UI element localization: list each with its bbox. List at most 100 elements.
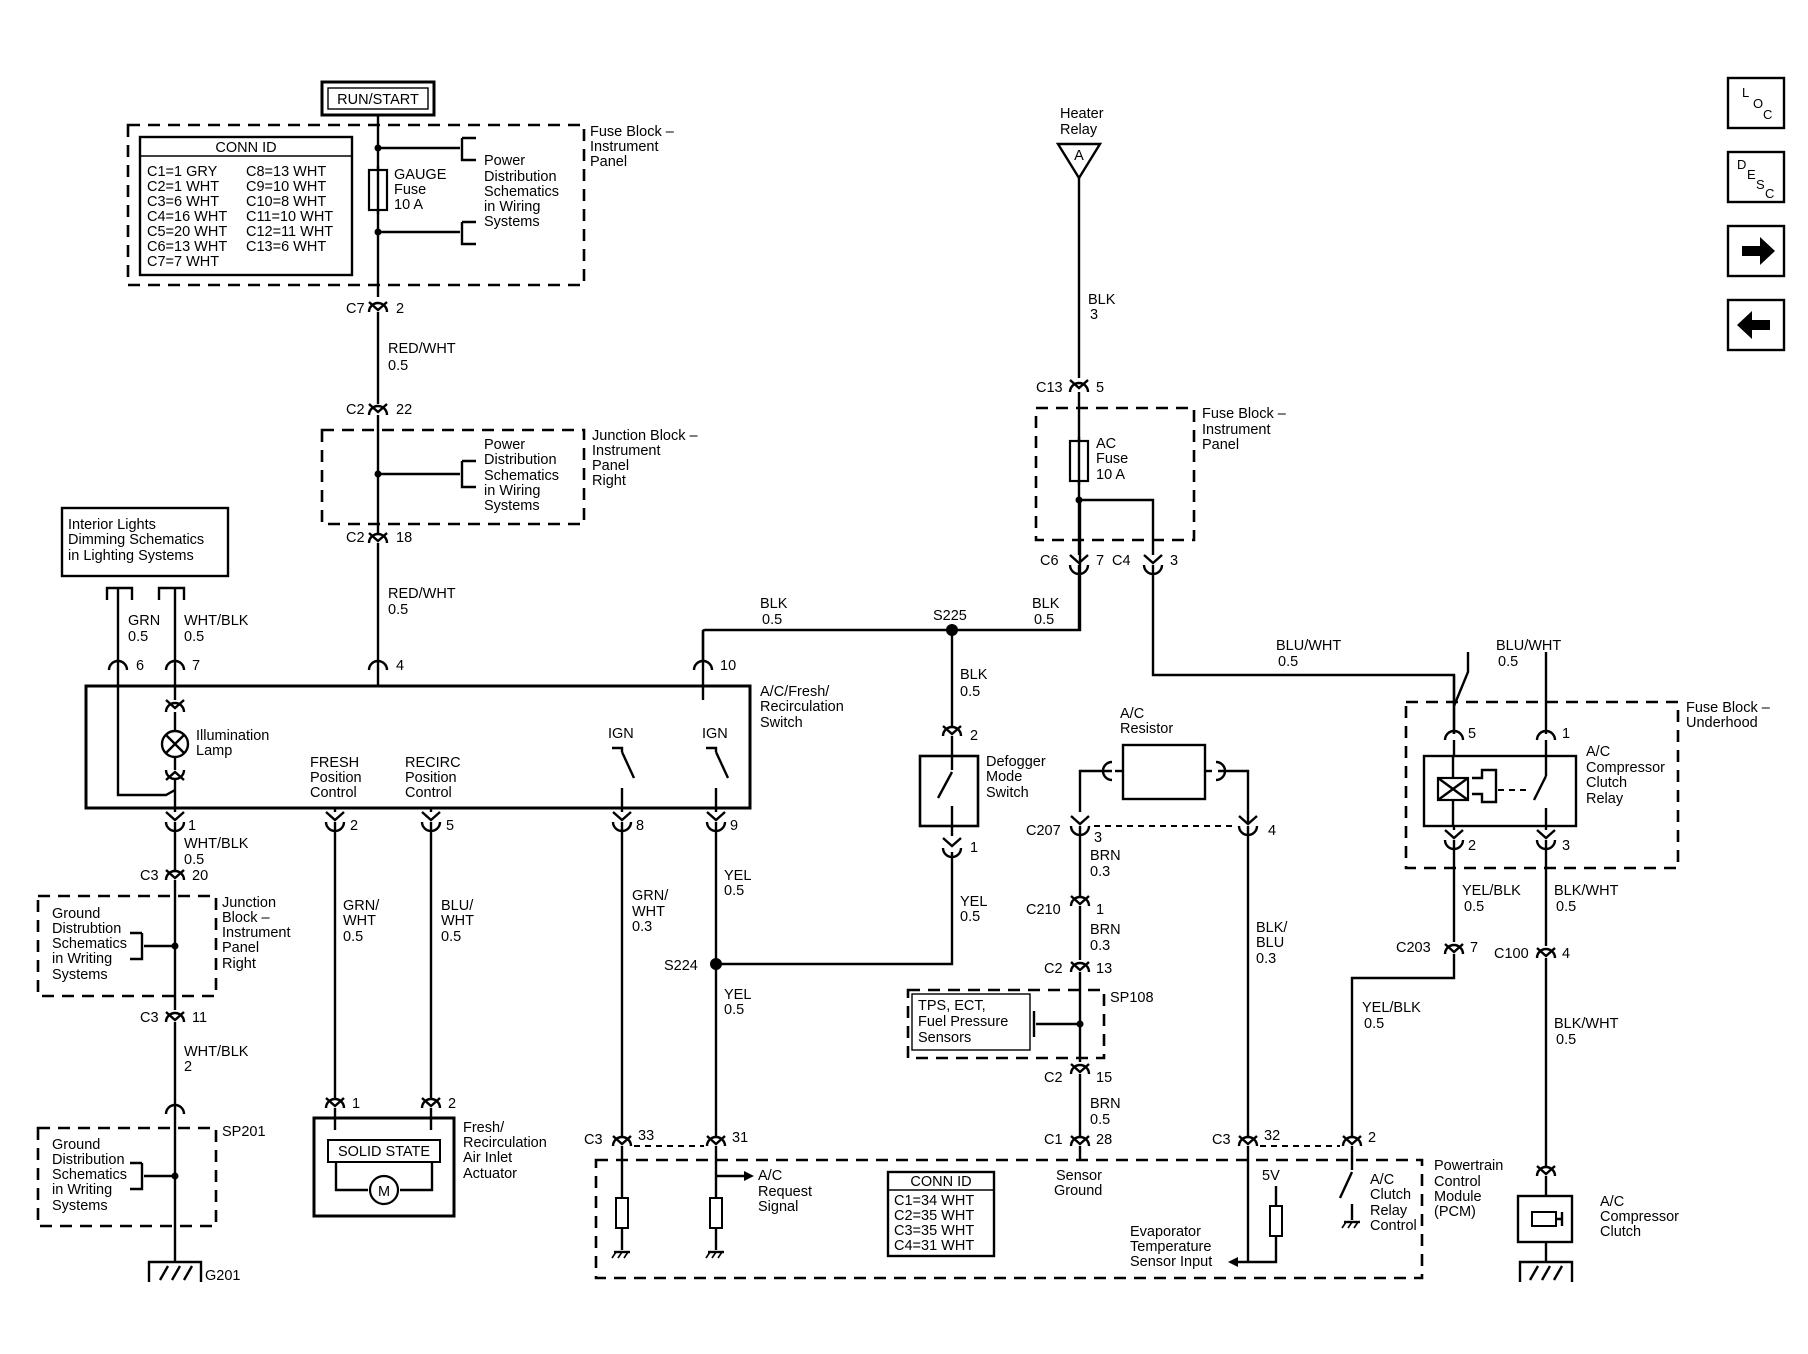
svg-text:YEL: YEL — [960, 894, 987, 910]
wire-blk-right: BLK 0.5 — [1032, 596, 1060, 628]
relay-pin-5: 5 — [1468, 726, 1476, 742]
ac-fuse-label: AC Fuse 10 A — [1096, 436, 1128, 483]
wire-red-wht-1: RED/WHT 0.5 — [388, 341, 456, 374]
junction-block-ip-right-outline — [320, 428, 586, 526]
c3d-label: C3 — [1212, 1132, 1231, 1148]
wire-brn-1: BRN 0.3 — [1090, 848, 1121, 880]
svg-text:C1=34 WHT: C1=34 WHT — [894, 1193, 974, 1209]
wire-blk-left: BLK 0.5 — [760, 596, 788, 628]
fuse-block-ip-2-outline — [1034, 406, 1196, 542]
junction-block-ip-right-2-outline — [36, 894, 218, 998]
ign-label-2: IGN — [702, 726, 728, 742]
svg-text:Clutch: Clutch — [1600, 1224, 1641, 1240]
clutch-coil-icon — [1531, 1211, 1564, 1227]
interior-lights-box: Interior Lights Dimming Schematics in Li… — [60, 506, 230, 578]
svg-text:M: M — [378, 1184, 390, 1200]
desc-button[interactable]: D E S C — [1726, 150, 1786, 204]
right-arrow-icon — [1742, 237, 1775, 265]
wire-brn-3: BRN 0.5 — [1090, 1096, 1121, 1128]
sp201-outline — [36, 1126, 218, 1228]
svg-text:C3=35 WHT: C3=35 WHT — [894, 1223, 974, 1239]
wire-wht-blk-2: WHT/BLK 0.5 — [184, 836, 249, 868]
svg-text:Recirculation: Recirculation — [760, 699, 844, 715]
svg-text:Control: Control — [405, 785, 452, 801]
ac-resistor-label: A/C Resistor — [1120, 706, 1173, 737]
svg-text:C9=10 WHT: C9=10 WHT — [246, 179, 326, 195]
arrow-left-icon — [1228, 1257, 1238, 1267]
svg-text:0.5: 0.5 — [388, 358, 408, 374]
svg-text:BLU/WHT: BLU/WHT — [1276, 638, 1341, 654]
actuator-pin-2: 2 — [448, 1096, 456, 1112]
defogger-label: Defogger Mode Switch — [986, 754, 1046, 801]
svg-text:BRN: BRN — [1090, 1096, 1121, 1112]
wire-red-wht-2: RED/WHT 0.5 — [388, 586, 456, 618]
svg-text:Panel: Panel — [1202, 437, 1239, 453]
evap-sensor-label: Evaporator Temperature Sensor Input — [1130, 1224, 1212, 1270]
svg-text:GRN/: GRN/ — [343, 898, 380, 914]
svg-text:Instrument: Instrument — [590, 139, 659, 155]
c13-label: C13 — [1036, 380, 1063, 396]
svg-text:RED/WHT: RED/WHT — [388, 341, 456, 357]
c6-pin: 7 — [1096, 553, 1104, 569]
c2d-label: C2 — [1044, 1070, 1063, 1086]
svg-text:GAUGE: GAUGE — [394, 167, 447, 183]
svg-text:in Writing: in Writing — [52, 951, 112, 967]
loc-button[interactable]: L O C — [1726, 76, 1786, 130]
ground-g201-icon — [147, 1256, 203, 1282]
pin-8-bottom: 8 — [636, 818, 644, 834]
svg-text:A/C: A/C — [1120, 706, 1144, 722]
svg-text:Distribution: Distribution — [484, 452, 557, 468]
svg-text:C1=1 GRY: C1=1 GRY — [147, 164, 218, 180]
svg-text:Right: Right — [222, 956, 256, 972]
heater-relay-terminal-icon: A — [1055, 142, 1103, 181]
wire-yel-2: YEL 0.5 — [724, 987, 751, 1018]
pin-7: 7 — [192, 658, 200, 674]
svg-text:Panel: Panel — [592, 458, 629, 474]
svg-text:Request: Request — [758, 1184, 812, 1200]
junction-block-ip-right-label: Junction Block – Instrument Panel Right — [592, 428, 699, 489]
wire-blu-wht: BLU/ WHT 0.5 — [441, 898, 474, 945]
svg-text:Fuse: Fuse — [1096, 451, 1128, 467]
svg-text:0.5: 0.5 — [184, 852, 204, 868]
svg-text:in Writing: in Writing — [52, 1182, 112, 1198]
ground-dist-label-1: Ground Distrubtion Schematics in Writing… — [52, 906, 127, 983]
svg-text:A/C: A/C — [1370, 1172, 1394, 1188]
pin-6: 6 — [136, 658, 144, 674]
prev-page-button[interactable] — [1726, 298, 1786, 352]
ac-compressor-clutch-label: A/C Compressor Clutch — [1600, 1194, 1679, 1240]
svg-text:C6=13 WHT: C6=13 WHT — [147, 239, 227, 255]
gauge-fuse-label: GAUGE Fuse 10 A — [394, 167, 447, 213]
heater-relay-label: Heater Relay — [1060, 106, 1104, 138]
svg-text:C10=8 WHT: C10=8 WHT — [246, 194, 326, 210]
resistor-pin-4: 4 — [1268, 823, 1276, 839]
svg-text:YEL/BLK: YEL/BLK — [1362, 1000, 1421, 1016]
pcm-label: Powertrain Control Module (PCM) — [1434, 1158, 1503, 1220]
wire-wht-blk-2-gauge: WHT/BLK 2 — [184, 1044, 249, 1075]
svg-text:Sensor: Sensor — [1056, 1168, 1102, 1184]
svg-text:Sensor Input: Sensor Input — [1130, 1254, 1212, 1270]
svg-text:Air Inlet: Air Inlet — [463, 1150, 512, 1166]
svg-text:SOLID STATE: SOLID STATE — [338, 1144, 430, 1160]
ground-clutch-icon — [1518, 1260, 1574, 1282]
svg-text:0.5: 0.5 — [724, 883, 744, 899]
s224-label: S224 — [664, 958, 698, 974]
svg-text:BLK/: BLK/ — [1256, 920, 1288, 936]
c2c-pin: 13 — [1096, 961, 1112, 977]
relay-coil-icon — [1436, 776, 1470, 802]
svg-text:Systems: Systems — [52, 967, 108, 983]
svg-text:C11=10 WHT: C11=10 WHT — [246, 209, 333, 225]
svg-text:WHT: WHT — [343, 913, 376, 929]
pcm-outline — [594, 1158, 1424, 1280]
c2b-label: C2 — [346, 530, 365, 546]
next-page-button[interactable] — [1726, 224, 1786, 278]
wire-wht-blk-top: WHT/BLK 0.5 — [184, 613, 249, 645]
svg-text:BLK: BLK — [1088, 292, 1116, 308]
wire-grn-wht-03: GRN/ WHT 0.3 — [632, 888, 669, 935]
svg-text:BLK: BLK — [760, 596, 788, 612]
svg-text:Instrument: Instrument — [222, 925, 291, 941]
relay-pin-2: 2 — [1468, 838, 1476, 854]
svg-text:C2=1 WHT: C2=1 WHT — [147, 179, 219, 195]
wire-yel-defogger: YEL 0.5 — [960, 894, 987, 925]
c2b-pin: 18 — [396, 530, 412, 546]
svg-text:CONN ID: CONN ID — [910, 1174, 971, 1190]
